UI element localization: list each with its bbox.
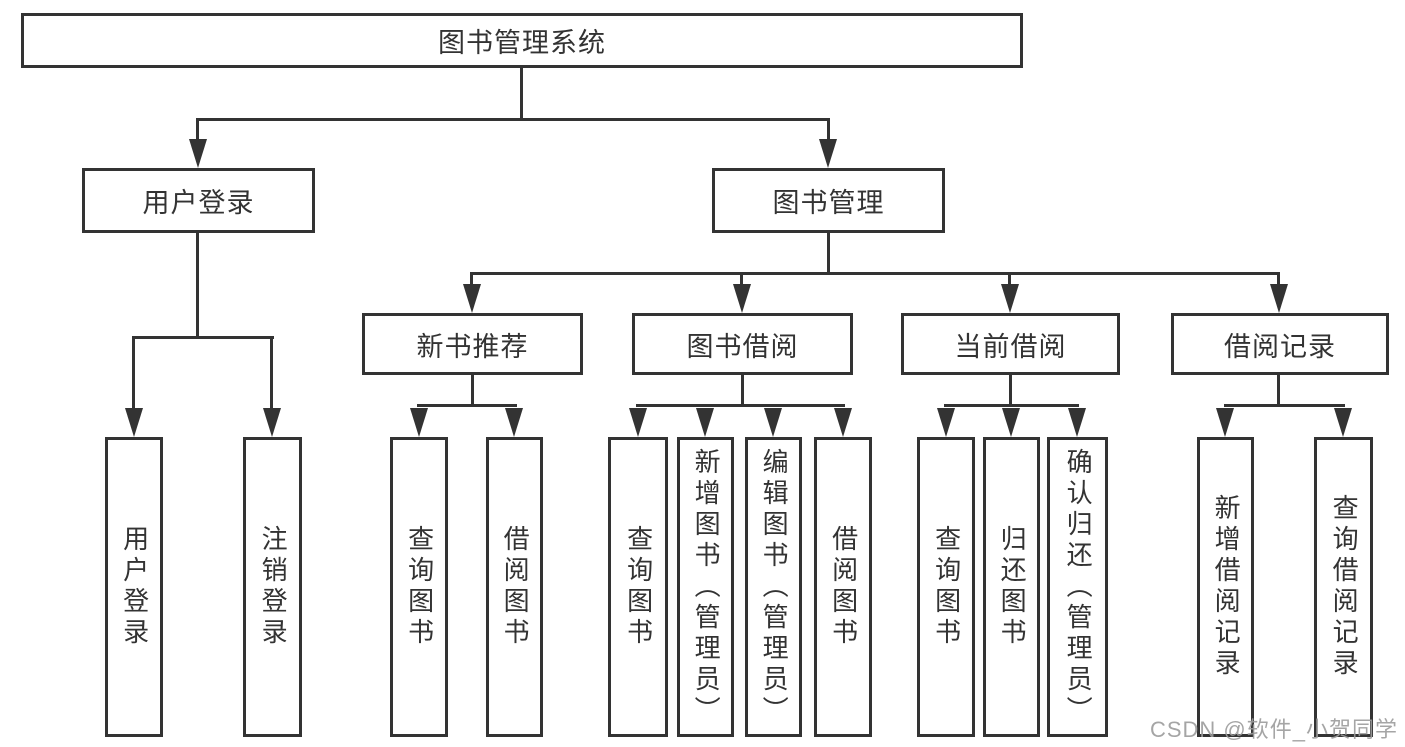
- leaf-query-book: 查询图书: [917, 437, 975, 737]
- node-book-borrow-label: 图书借阅: [686, 331, 799, 362]
- arrow-down-icon: [937, 408, 955, 437]
- arrow-down-icon: [125, 408, 143, 437]
- connector-line: [196, 118, 199, 144]
- connector-line: [827, 118, 830, 144]
- leaf-return-book: 归还图书: [983, 437, 1040, 737]
- arrow-down-icon: [733, 284, 751, 313]
- connector-line: [944, 404, 1079, 407]
- leaf-user-login: 用户登录: [105, 437, 163, 737]
- connector-line: [740, 272, 743, 288]
- connector-line: [132, 336, 274, 339]
- arrow-down-icon: [1068, 408, 1086, 437]
- leaf-logout: 注销登录: [243, 437, 302, 737]
- node-new-book-recommend: 新书推荐: [362, 313, 583, 375]
- node-user-login-label: 用户登录: [142, 188, 255, 218]
- node-book-management: 图书管理: [712, 168, 945, 233]
- node-new-book-recommend-label: 新书推荐: [416, 331, 529, 362]
- arrow-down-icon: [263, 408, 281, 437]
- leaf-label: 编辑图书（管理员）: [759, 447, 790, 727]
- arrow-down-icon: [1001, 284, 1019, 313]
- arrow-down-icon: [1334, 408, 1352, 437]
- connector-line: [196, 233, 199, 339]
- connector-line: [270, 336, 273, 412]
- arrow-down-icon: [764, 408, 782, 437]
- leaf-borrow-book: 借阅图书: [814, 437, 872, 737]
- connector-line: [132, 336, 135, 412]
- leaf-label: 用户登录: [119, 525, 150, 649]
- leaf-label: 查询图书: [623, 525, 654, 649]
- arrow-down-icon: [189, 139, 207, 168]
- node-root-label: 图书管理系统: [438, 28, 606, 58]
- leaf-label: 查询借阅记录: [1329, 494, 1360, 680]
- arrow-down-icon: [834, 408, 852, 437]
- connector-line: [520, 68, 523, 120]
- node-root: 图书管理系统: [21, 13, 1023, 68]
- connector-line: [1277, 375, 1280, 407]
- arrow-down-icon: [819, 139, 837, 168]
- leaf-query-borrow-record: 查询借阅记录: [1314, 437, 1373, 737]
- leaf-label: 查询图书: [931, 525, 962, 649]
- connector-line: [417, 404, 517, 407]
- connector-line: [636, 404, 845, 407]
- connector-line: [1277, 272, 1280, 288]
- arrow-down-icon: [1216, 408, 1234, 437]
- connector-line: [1009, 375, 1012, 407]
- connector-line: [470, 272, 473, 288]
- leaf-label: 借阅图书: [828, 525, 859, 649]
- arrow-down-icon: [505, 408, 523, 437]
- connector-line: [1008, 272, 1011, 288]
- connector-line: [471, 375, 474, 407]
- leaf-label: 确认归还（管理员）: [1063, 447, 1094, 727]
- node-current-borrow-label: 当前借阅: [954, 331, 1067, 362]
- watermark: CSDN @软件_小贺同学: [1149, 717, 1398, 742]
- node-book-management-label: 图书管理: [772, 188, 885, 218]
- leaf-label: 归还图书: [997, 525, 1028, 649]
- leaf-label: 借阅图书: [500, 525, 531, 649]
- connector-line: [197, 118, 830, 121]
- connector-line: [1224, 404, 1345, 407]
- leaf-confirm-return-admin: 确认归还（管理员）: [1047, 437, 1108, 737]
- connector-line: [741, 375, 744, 407]
- node-book-borrow: 图书借阅: [632, 313, 853, 375]
- node-borrow-records-label: 借阅记录: [1224, 331, 1336, 362]
- arrow-down-icon: [463, 284, 481, 313]
- leaf-add-borrow-record: 新增借阅记录: [1197, 437, 1254, 737]
- leaf-edit-book-admin: 编辑图书（管理员）: [745, 437, 802, 737]
- connector-line: [470, 272, 1280, 275]
- leaf-label: 新增借阅记录: [1211, 494, 1242, 680]
- leaf-query-book: 查询图书: [608, 437, 668, 737]
- leaf-label: 注销登录: [258, 525, 289, 649]
- node-borrow-records: 借阅记录: [1171, 313, 1389, 375]
- leaf-borrow-book: 借阅图书: [486, 437, 543, 737]
- node-user-login: 用户登录: [82, 168, 315, 233]
- connector-line: [827, 233, 830, 275]
- leaf-label: 查询图书: [404, 525, 435, 649]
- leaf-label: 新增图书（管理员）: [691, 447, 722, 727]
- leaf-add-book-admin: 新增图书（管理员）: [677, 437, 734, 737]
- arrow-down-icon: [410, 408, 428, 437]
- arrow-down-icon: [629, 408, 647, 437]
- node-current-borrow: 当前借阅: [901, 313, 1120, 375]
- arrow-down-icon: [1270, 284, 1288, 313]
- arrow-down-icon: [696, 408, 714, 437]
- arrow-down-icon: [1002, 408, 1020, 437]
- leaf-query-book: 查询图书: [390, 437, 448, 737]
